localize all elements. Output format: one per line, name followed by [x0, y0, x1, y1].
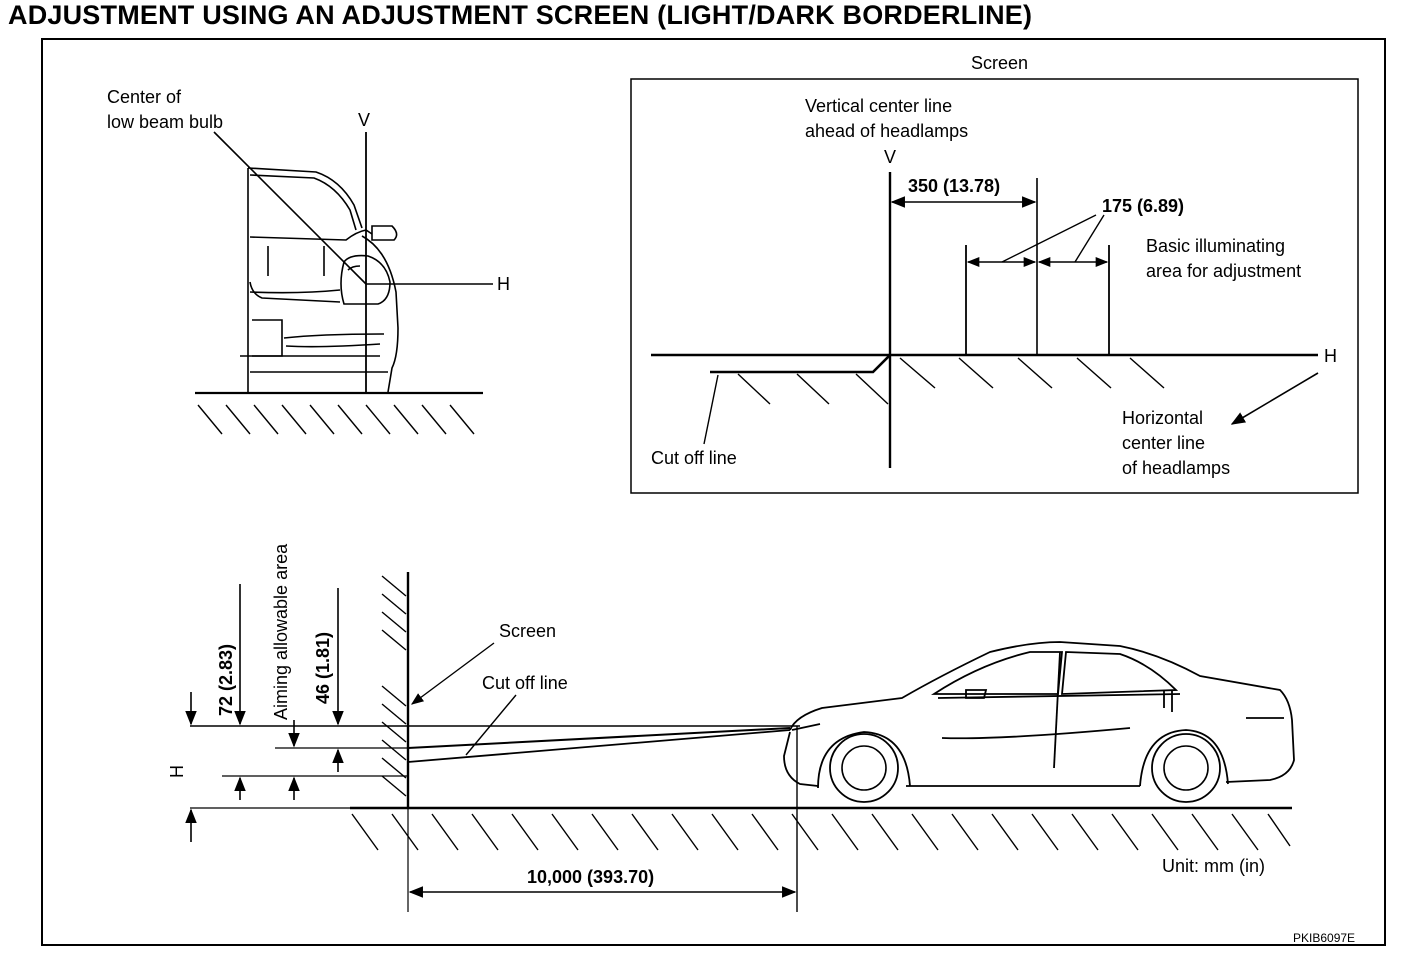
screen-cutoff-line: [710, 354, 891, 374]
screen-v-label: V: [884, 147, 896, 167]
beam-lower: [407, 729, 791, 763]
horizontal-center-label-2: center line: [1122, 433, 1205, 453]
dim-175-label: 175 (6.89): [1102, 196, 1184, 216]
dim-46-label: 46 (1.81): [313, 632, 333, 704]
screen-h-label: H: [1324, 346, 1337, 366]
aiming-area-label: Aiming allowable area: [271, 543, 291, 720]
vertical-center-label-1: Vertical center line: [805, 96, 952, 116]
dim-350-label: 350 (13.78): [908, 176, 1000, 196]
screen-wall-hatching: [381, 575, 407, 797]
dim-72-label: 72 (2.83): [216, 644, 236, 716]
screen-cutoff-label: Cut off line: [651, 448, 737, 468]
front-h-label: H: [497, 274, 510, 294]
front-car-outline: [240, 167, 399, 393]
front-v-label: V: [358, 110, 370, 130]
side-screen-label: Screen: [499, 621, 556, 641]
screen-hatching: [737, 357, 1165, 405]
side-view: [185, 572, 1295, 912]
side-cutoff-label: Cut off line: [482, 673, 568, 693]
side-car: [783, 641, 1295, 803]
beam-upper: [407, 727, 791, 749]
vertical-center-label-2: ahead of headlamps: [805, 121, 968, 141]
front-ground-hatching: [197, 404, 475, 435]
side-ground-hatching: [351, 813, 1291, 851]
figure-frame: [41, 38, 1386, 946]
basic-area-label-2: area for adjustment: [1146, 261, 1301, 281]
bulb-center-label-1: Center of: [107, 87, 182, 107]
screen-panel-lines: [651, 172, 1319, 468]
horizontal-center-label-1: Horizontal: [1122, 408, 1203, 428]
figure-code: PKIB6097E: [1293, 931, 1355, 945]
front-view: [195, 131, 493, 435]
horizontal-center-label-3: of headlamps: [1122, 458, 1230, 478]
distance-label: 10,000 (393.70): [527, 867, 654, 887]
screen-panel-box: [630, 78, 1359, 494]
basic-area-label-1: Basic illuminating: [1146, 236, 1285, 256]
unit-label: Unit: mm (in): [1162, 856, 1265, 876]
side-h-label: H: [167, 765, 187, 778]
page-title: ADJUSTMENT USING AN ADJUSTMENT SCREEN (L…: [8, 0, 1033, 30]
bulb-center-label-2: low beam bulb: [107, 112, 223, 132]
screen-panel-title: Screen: [971, 53, 1028, 73]
bulb-leader-line: [213, 131, 367, 285]
